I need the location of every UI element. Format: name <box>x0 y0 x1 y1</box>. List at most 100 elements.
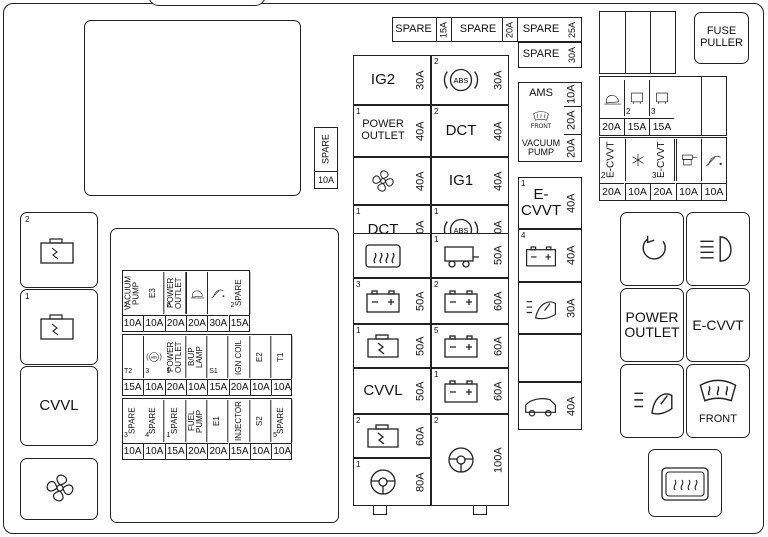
mini-row2-fuse-5-num: S1 <box>209 368 218 375</box>
mini-row3-fuse-7-amp: 10A <box>249 443 272 460</box>
mini-r1-fuse-6-num: 2 <box>230 302 235 309</box>
ams-fuse-1-label: AMS <box>529 87 553 100</box>
horn-icon <box>681 154 697 166</box>
ams-fuse-2-amp: 20A <box>564 106 582 134</box>
mid_left-fuse-3-label <box>355 324 411 368</box>
mid_left-fuse-2-label <box>355 278 411 324</box>
cl-fuse-1 <box>353 55 431 105</box>
top-tab <box>148 0 266 6</box>
mid_left-fuse-3 <box>353 324 431 368</box>
mini-row3-fuse-2-num: 4 <box>145 432 150 439</box>
right-top-divider-2 <box>650 11 651 74</box>
front-defrost-icon <box>699 379 737 402</box>
cr-fuse-3-amp: 40A <box>491 157 509 205</box>
relay-small-icon <box>631 92 643 105</box>
fuse-puller[interactable] <box>694 12 749 64</box>
mini-r1-fuse-1-amp: 10A <box>122 315 144 332</box>
right-mid-fuse-4-label <box>675 139 701 181</box>
mid_right-fuse-4 <box>431 368 509 414</box>
mid_right-fuse-1 <box>431 233 509 278</box>
mid_right-fuse-2-num: 2 <box>434 280 439 289</box>
right-relay-5 <box>620 364 684 438</box>
right-top-fuse-3-amp: 15A <box>649 118 674 136</box>
connector-tab-2 <box>473 503 487 515</box>
mid_right-fuse-4-amp: 60A <box>491 368 509 414</box>
mini-r1-fuse-1-num: 2 <box>124 302 128 309</box>
mid_right-fuse-1-amp: 50A <box>491 233 509 278</box>
mini-row2-fuse-7-amp: 10A <box>249 379 272 396</box>
mid_left-fuse-6 <box>353 458 431 506</box>
mini-row2-fuse-2-amp: 10A <box>143 379 165 396</box>
empty-slot-top-left <box>84 20 301 196</box>
mid_left-fuse-3-amp: 50A <box>413 324 431 368</box>
left-spare-fuse <box>314 127 338 189</box>
mini-row3-fuse-5-amp: 20A <box>207 443 229 460</box>
ams-fuse-2-label: FRONT <box>519 106 563 134</box>
cl-fuse-3-label <box>355 157 411 205</box>
cr-fuse-1-num: 2 <box>434 57 439 66</box>
engine-icon <box>40 314 74 340</box>
cr-fuse-1-label: ABS <box>433 55 489 105</box>
mid_left-fuse-6-amp: 80A <box>413 458 431 506</box>
fan-icon <box>46 474 74 502</box>
abs-icon: ABS <box>443 68 479 92</box>
ams-fuse-5-label <box>519 229 563 282</box>
trailer-icon <box>444 245 479 268</box>
relay-fan-left <box>20 458 98 520</box>
top-spare-2-label: SPARE <box>459 22 497 35</box>
top-spare-3-amp: 25A <box>564 17 582 42</box>
mid_left-fuse-1-label <box>355 233 411 278</box>
mid_right-fuse-1-label <box>433 233 489 278</box>
mid_right-fuse-3-num: 5 <box>434 326 439 335</box>
right-top-spare-slots <box>599 11 676 74</box>
ams-fuse-4-num: 1 <box>521 179 526 188</box>
connector-tab-1 <box>373 503 387 515</box>
cr-fuse-3-label: IG1 <box>448 172 474 190</box>
mid_right-fuse-5-amp: 100A <box>491 414 509 506</box>
lamp-icon <box>603 95 621 105</box>
cl-fuse-1-label: IG2 <box>370 71 396 89</box>
wiper-relay-icon <box>642 235 666 260</box>
mini-r1-fuse-6-amp: 15A <box>228 315 250 332</box>
ams-fuse-5-num: 4 <box>521 231 526 240</box>
ams-fuse-6-label <box>519 282 563 334</box>
mini-row3-fuse-1-amp: 10A <box>122 443 144 460</box>
right-relay-6-label: FRONT <box>686 364 750 438</box>
abs-icon: ABS <box>147 352 162 362</box>
mini-row2-fuse-1-amp: 15A <box>122 379 144 396</box>
cl-fuse-2-label: POWER OUTLET <box>361 118 405 142</box>
rear-defrost-icon <box>365 243 401 268</box>
svg-text:ABS: ABS <box>454 226 469 235</box>
cr-fuse-4-num: 1 <box>434 207 439 216</box>
right-relay-6 <box>686 364 750 438</box>
relay-small-icon <box>656 92 668 105</box>
mid_right-fuse-5-label <box>433 414 489 506</box>
ams-fuse-6-box <box>518 334 582 382</box>
ams-fuse-7 <box>518 382 582 430</box>
mid_right-fuse-3 <box>431 324 509 368</box>
battery-icon <box>526 245 556 266</box>
relay-left-1 <box>20 289 98 365</box>
washer-icon <box>706 155 722 167</box>
battery-icon <box>444 335 478 358</box>
mini-row2-fuse-5-amp: 15A <box>207 379 229 396</box>
mid_left-fuse-3-num: 1 <box>356 326 361 335</box>
top-spare-strip <box>392 17 582 42</box>
right-top-fuse-2-amp: 15A <box>624 118 649 136</box>
cr-fuse-2-amp: 40A <box>491 105 509 157</box>
right-mid-fuse-1-num: 2 <box>601 171 606 180</box>
right-top-fuse-3-num: 3 <box>651 107 656 116</box>
mid_right-fuse-2 <box>431 278 509 324</box>
mini-row3-fuse-4-amp: 20A <box>185 443 208 460</box>
mini-row3-fuse-8-amp: 10A <box>271 443 293 460</box>
cl-fuse-3 <box>353 157 431 205</box>
ams-fuse-1-amp: 10A <box>564 82 582 106</box>
lamp-icon <box>190 290 205 299</box>
battery-icon <box>444 290 478 313</box>
washer-icon <box>211 289 225 299</box>
cr-fuse-2-num: 2 <box>434 107 439 116</box>
mid_left-fuse-5-num: 2 <box>356 416 361 425</box>
right-mid-fuse-2-amp: 10A <box>624 183 650 201</box>
mini-row2-fuse-7-label: E2 <box>249 336 272 378</box>
mid_left-fuse-4 <box>353 368 431 414</box>
